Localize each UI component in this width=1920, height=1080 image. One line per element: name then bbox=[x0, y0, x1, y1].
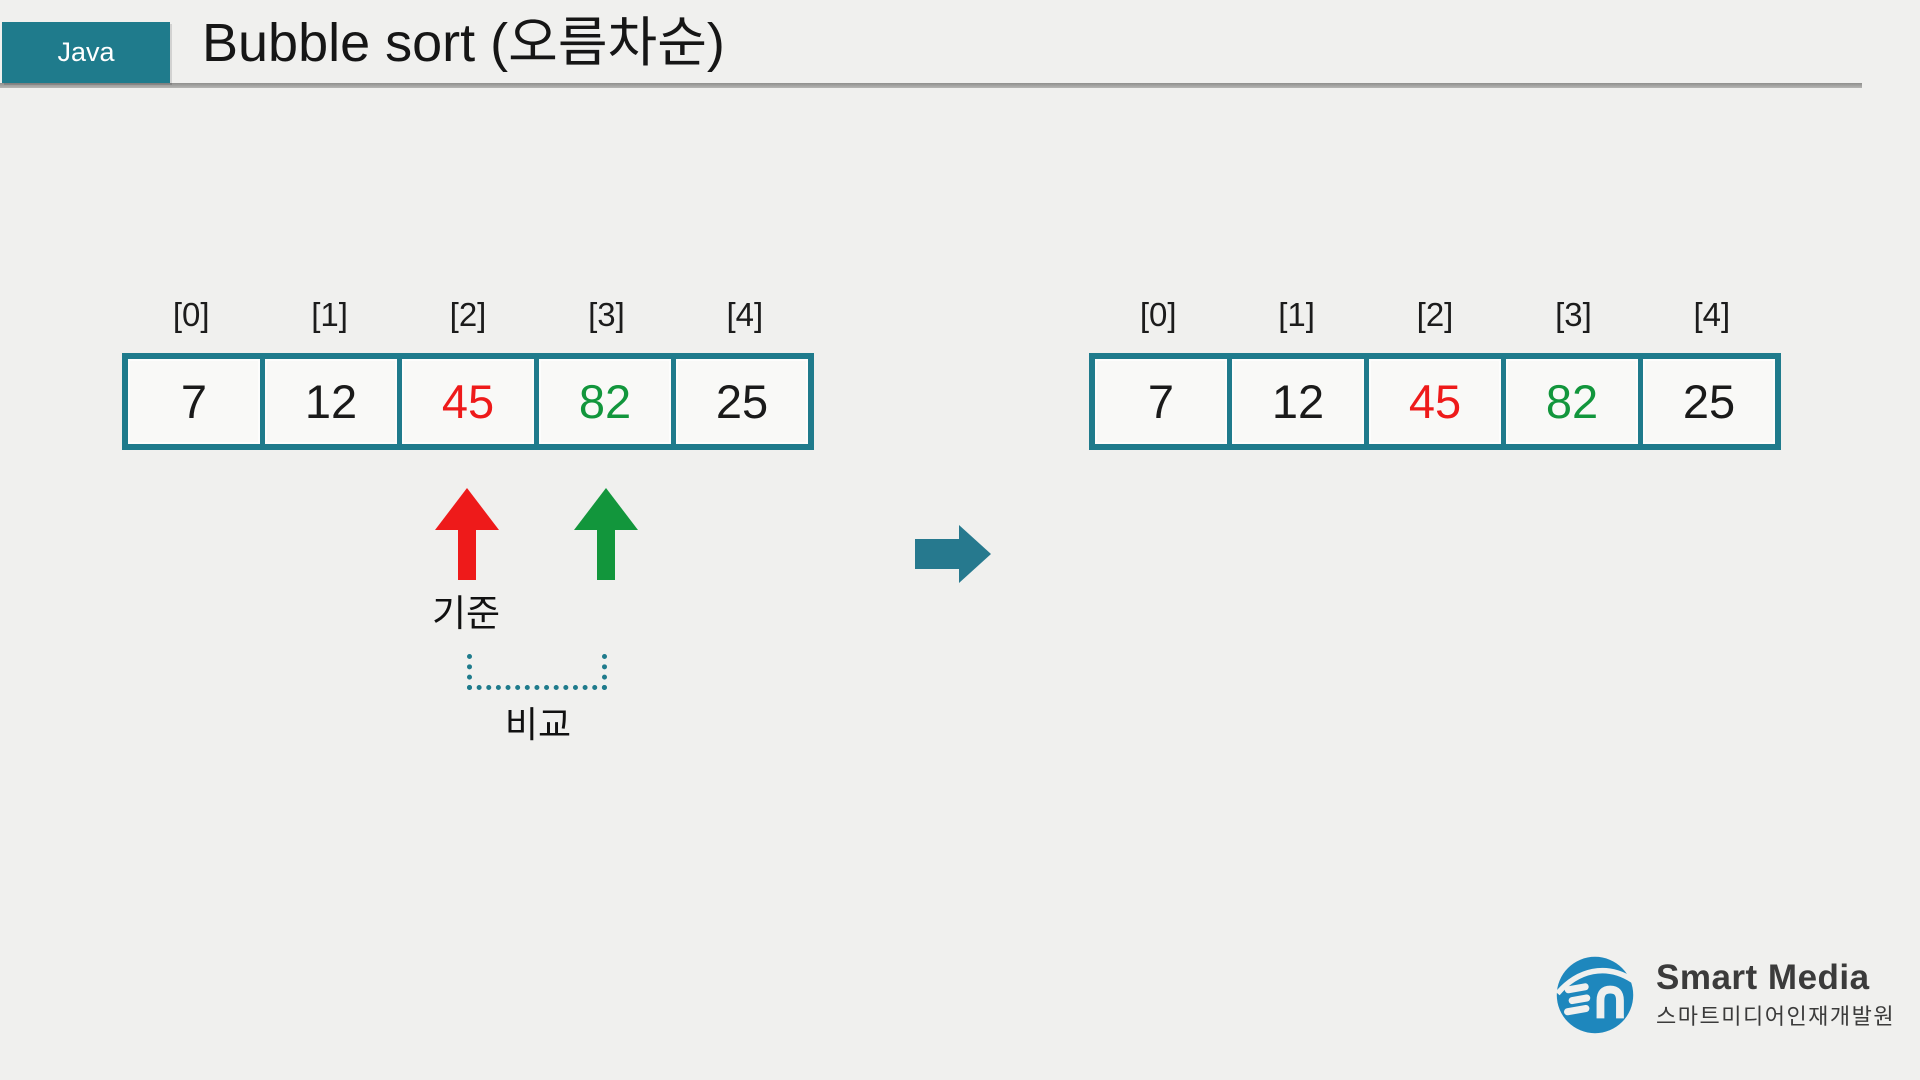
array-cell: 45 bbox=[402, 359, 534, 444]
compare-bracket bbox=[467, 654, 607, 690]
language-badge: Java bbox=[2, 22, 170, 83]
header-divider-line bbox=[0, 83, 1862, 88]
array-cell: 25 bbox=[1643, 359, 1775, 444]
array-index-label: [3] bbox=[1555, 296, 1592, 333]
compare-pointer-arrow-icon bbox=[574, 488, 638, 580]
array-cell: 82 bbox=[539, 359, 671, 444]
compare-label: 비교 bbox=[504, 704, 572, 745]
logo-text-block: Smart Media 스마트미디어인재개발원 bbox=[1656, 960, 1895, 1031]
array-index-label: [2] bbox=[449, 296, 487, 333]
array-index-label: [1] bbox=[311, 296, 348, 333]
array-cell: 7 bbox=[1095, 359, 1227, 444]
array-cell: 7 bbox=[128, 359, 260, 444]
reference-pointer-arrow-icon bbox=[435, 488, 499, 580]
page-title: Bubble sort (오름차순) bbox=[202, 13, 725, 73]
arrow-tail bbox=[597, 530, 615, 580]
array-index-label: [4] bbox=[726, 296, 764, 333]
reference-label: 기준 bbox=[431, 593, 501, 634]
array-index-row: [0] [1] [2] [3] [4] bbox=[122, 292, 814, 338]
array-index-label: [0] bbox=[172, 296, 210, 333]
array-index-label: [1] bbox=[1278, 296, 1315, 333]
array-index-label: [4] bbox=[1693, 296, 1731, 333]
smart-media-logo-icon bbox=[1556, 956, 1634, 1034]
language-badge-label: Java bbox=[57, 37, 115, 67]
array-index-label: [3] bbox=[588, 296, 625, 333]
array-cell: 45 bbox=[1369, 359, 1501, 444]
arrow-head bbox=[574, 488, 638, 530]
logo-subtitle: 스마트미디어인재개발원 bbox=[1656, 1003, 1896, 1029]
array-cell: 25 bbox=[676, 359, 808, 444]
array-index-row: [0] [1] [2] [3] [4] bbox=[1089, 292, 1781, 338]
array-cell: 12 bbox=[265, 359, 397, 444]
arrow-tail bbox=[458, 530, 476, 580]
logo-name: Smart Media bbox=[1656, 957, 1870, 997]
transition-arrow-icon bbox=[915, 525, 991, 583]
array-cell: 82 bbox=[1506, 359, 1638, 444]
array-index-label: [2] bbox=[1416, 296, 1454, 333]
array-index-label: [0] bbox=[1139, 296, 1177, 333]
smart-media-logo: Smart Media 스마트미디어인재개발원 bbox=[1556, 956, 1895, 1034]
arrow-head bbox=[435, 488, 499, 530]
array-cell: 12 bbox=[1232, 359, 1364, 444]
